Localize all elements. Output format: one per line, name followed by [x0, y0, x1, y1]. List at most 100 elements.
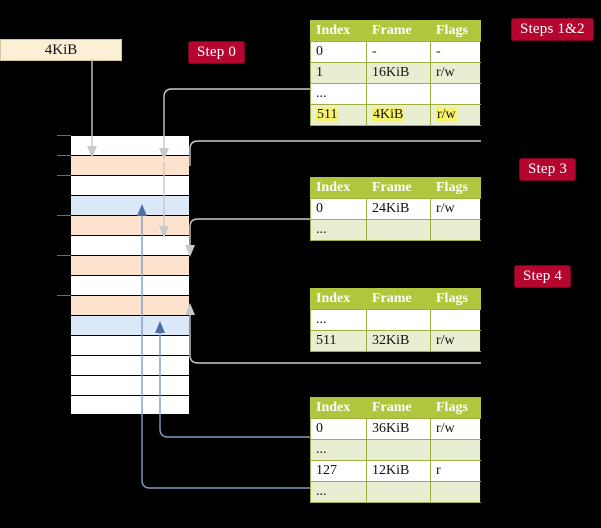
memory-frame-row[interactable] — [70, 395, 190, 415]
frame-boundary-tick — [57, 255, 71, 256]
cell-flags: r/w — [430, 198, 481, 220]
cell-frame: 24KiB — [366, 198, 431, 220]
table-row[interactable]: 0 - - — [310, 41, 481, 63]
table-row[interactable]: ... — [310, 439, 481, 461]
badge-steps-1-2-label: Steps 1&2 — [520, 21, 585, 37]
cell-index-text: 511 — [316, 107, 339, 122]
table-row[interactable]: 0 36KiB r/w — [310, 418, 481, 440]
cell-index: ... — [310, 83, 367, 105]
col-header-flags: Flags — [430, 20, 481, 42]
cell-flags: r/w — [430, 62, 481, 84]
table-header-row: Index Frame Flags — [310, 20, 481, 42]
memory-frame-row[interactable] — [70, 275, 190, 295]
cell-index: ... — [310, 481, 367, 503]
col-header-index: Index — [310, 397, 367, 419]
col-header-flags: Flags — [430, 288, 481, 310]
badge-step-4-label: Step 4 — [523, 268, 563, 284]
cell-index: 0 — [310, 41, 367, 63]
memory-frame-row[interactable] — [57, 175, 190, 195]
cell-index: 0 — [310, 418, 367, 440]
badge-steps-1-2: Steps 1&2 — [511, 18, 594, 41]
source-frame-box: 4KiB — [0, 39, 122, 61]
frame-boundary-tick — [57, 135, 71, 136]
source-frame-label: 4KiB — [44, 42, 78, 58]
table-header-row: Index Frame Flags — [310, 288, 481, 310]
table-row[interactable]: ... — [310, 219, 481, 241]
wire-l4-4kib — [189, 140, 481, 166]
cell-frame: - — [366, 41, 431, 63]
cell-frame: 12KiB — [366, 460, 431, 482]
cell-frame — [366, 309, 431, 331]
cell-flags: r/w — [430, 418, 481, 440]
page-table-level1: Index Frame Flags 0 36KiB r/w ... 127 12… — [310, 397, 481, 503]
table-row[interactable]: ... — [310, 309, 481, 331]
table-row[interactable]: 127 12KiB r — [310, 460, 481, 482]
col-header-frame: Frame — [366, 288, 431, 310]
physical-memory-column — [57, 135, 190, 415]
cell-frame: 16KiB — [366, 62, 431, 84]
badge-step-0-label: Step 0 — [197, 44, 237, 60]
table-row[interactable]: 511 32KiB r/w — [310, 330, 481, 352]
cell-flags: r/w — [430, 330, 481, 352]
cell-index: 0 — [310, 198, 367, 220]
table-header-row: Index Frame Flags — [310, 177, 481, 199]
frame-boundary-tick — [57, 155, 71, 156]
page-table-level2: Index Frame Flags ... 511 32KiB r/w — [310, 288, 481, 352]
cell-frame-text: 4KiB — [372, 107, 405, 122]
col-header-index: Index — [310, 177, 367, 199]
cell-flags — [430, 481, 481, 503]
badge-step-3-label: Step 3 — [528, 161, 568, 177]
table-row[interactable]: 0 24KiB r/w — [310, 198, 481, 220]
cell-frame: 4KiB — [366, 104, 431, 126]
badge-step-3: Step 3 — [519, 158, 577, 181]
col-header-frame: Frame — [366, 397, 431, 419]
cell-flags: - — [430, 41, 481, 63]
memory-frame-row[interactable] — [70, 335, 190, 355]
badge-step-0: Step 0 — [188, 41, 246, 64]
table-row[interactable]: ... — [310, 481, 481, 503]
cell-index: 511 — [310, 104, 367, 126]
badge-step-4: Step 4 — [514, 265, 572, 288]
cell-frame: 32KiB — [366, 330, 431, 352]
cell-index: 127 — [310, 460, 367, 482]
frame-boundary-tick — [57, 215, 71, 216]
cell-index: 511 — [310, 330, 367, 352]
memory-frame-row[interactable] — [70, 195, 190, 215]
memory-frame-row[interactable] — [70, 235, 190, 255]
page-table-level4: Index Frame Flags 0 - - 1 16KiB r/w ... … — [310, 20, 481, 126]
memory-frame-row[interactable] — [57, 155, 190, 175]
memory-frame-row[interactable] — [57, 135, 190, 155]
cell-index: ... — [310, 309, 367, 331]
table-row[interactable]: ... — [310, 83, 481, 105]
memory-frame-row[interactable] — [70, 355, 190, 375]
page-table-level3: Index Frame Flags 0 24KiB r/w ... — [310, 177, 481, 241]
table-header-row: Index Frame Flags — [310, 397, 481, 419]
cell-flags: r/w — [430, 104, 481, 126]
cell-flags-text: r/w — [436, 107, 457, 122]
col-header-flags: Flags — [430, 177, 481, 199]
cell-index: ... — [310, 219, 367, 241]
cell-flags — [430, 439, 481, 461]
col-header-frame: Frame — [366, 20, 431, 42]
cell-index: 1 — [310, 62, 367, 84]
memory-frame-row[interactable] — [70, 375, 190, 395]
col-header-flags: Flags — [430, 397, 481, 419]
cell-frame — [366, 439, 431, 461]
memory-frame-row[interactable] — [70, 315, 190, 335]
memory-frame-row[interactable] — [57, 255, 190, 275]
cell-flags: r — [430, 460, 481, 482]
cell-flags — [430, 83, 481, 105]
frame-boundary-tick — [57, 295, 71, 296]
cell-frame: 36KiB — [366, 418, 431, 440]
table-row[interactable]: 1 16KiB r/w — [310, 62, 481, 84]
cell-frame — [366, 219, 431, 241]
frame-boundary-tick — [57, 175, 71, 176]
table-row-highlighted[interactable]: 511 4KiB r/w — [310, 104, 481, 126]
col-header-index: Index — [310, 20, 367, 42]
cell-frame — [366, 83, 431, 105]
cell-flags — [430, 219, 481, 241]
col-header-frame: Frame — [366, 177, 431, 199]
memory-frame-row[interactable] — [57, 215, 190, 235]
memory-frame-row[interactable] — [57, 295, 190, 315]
